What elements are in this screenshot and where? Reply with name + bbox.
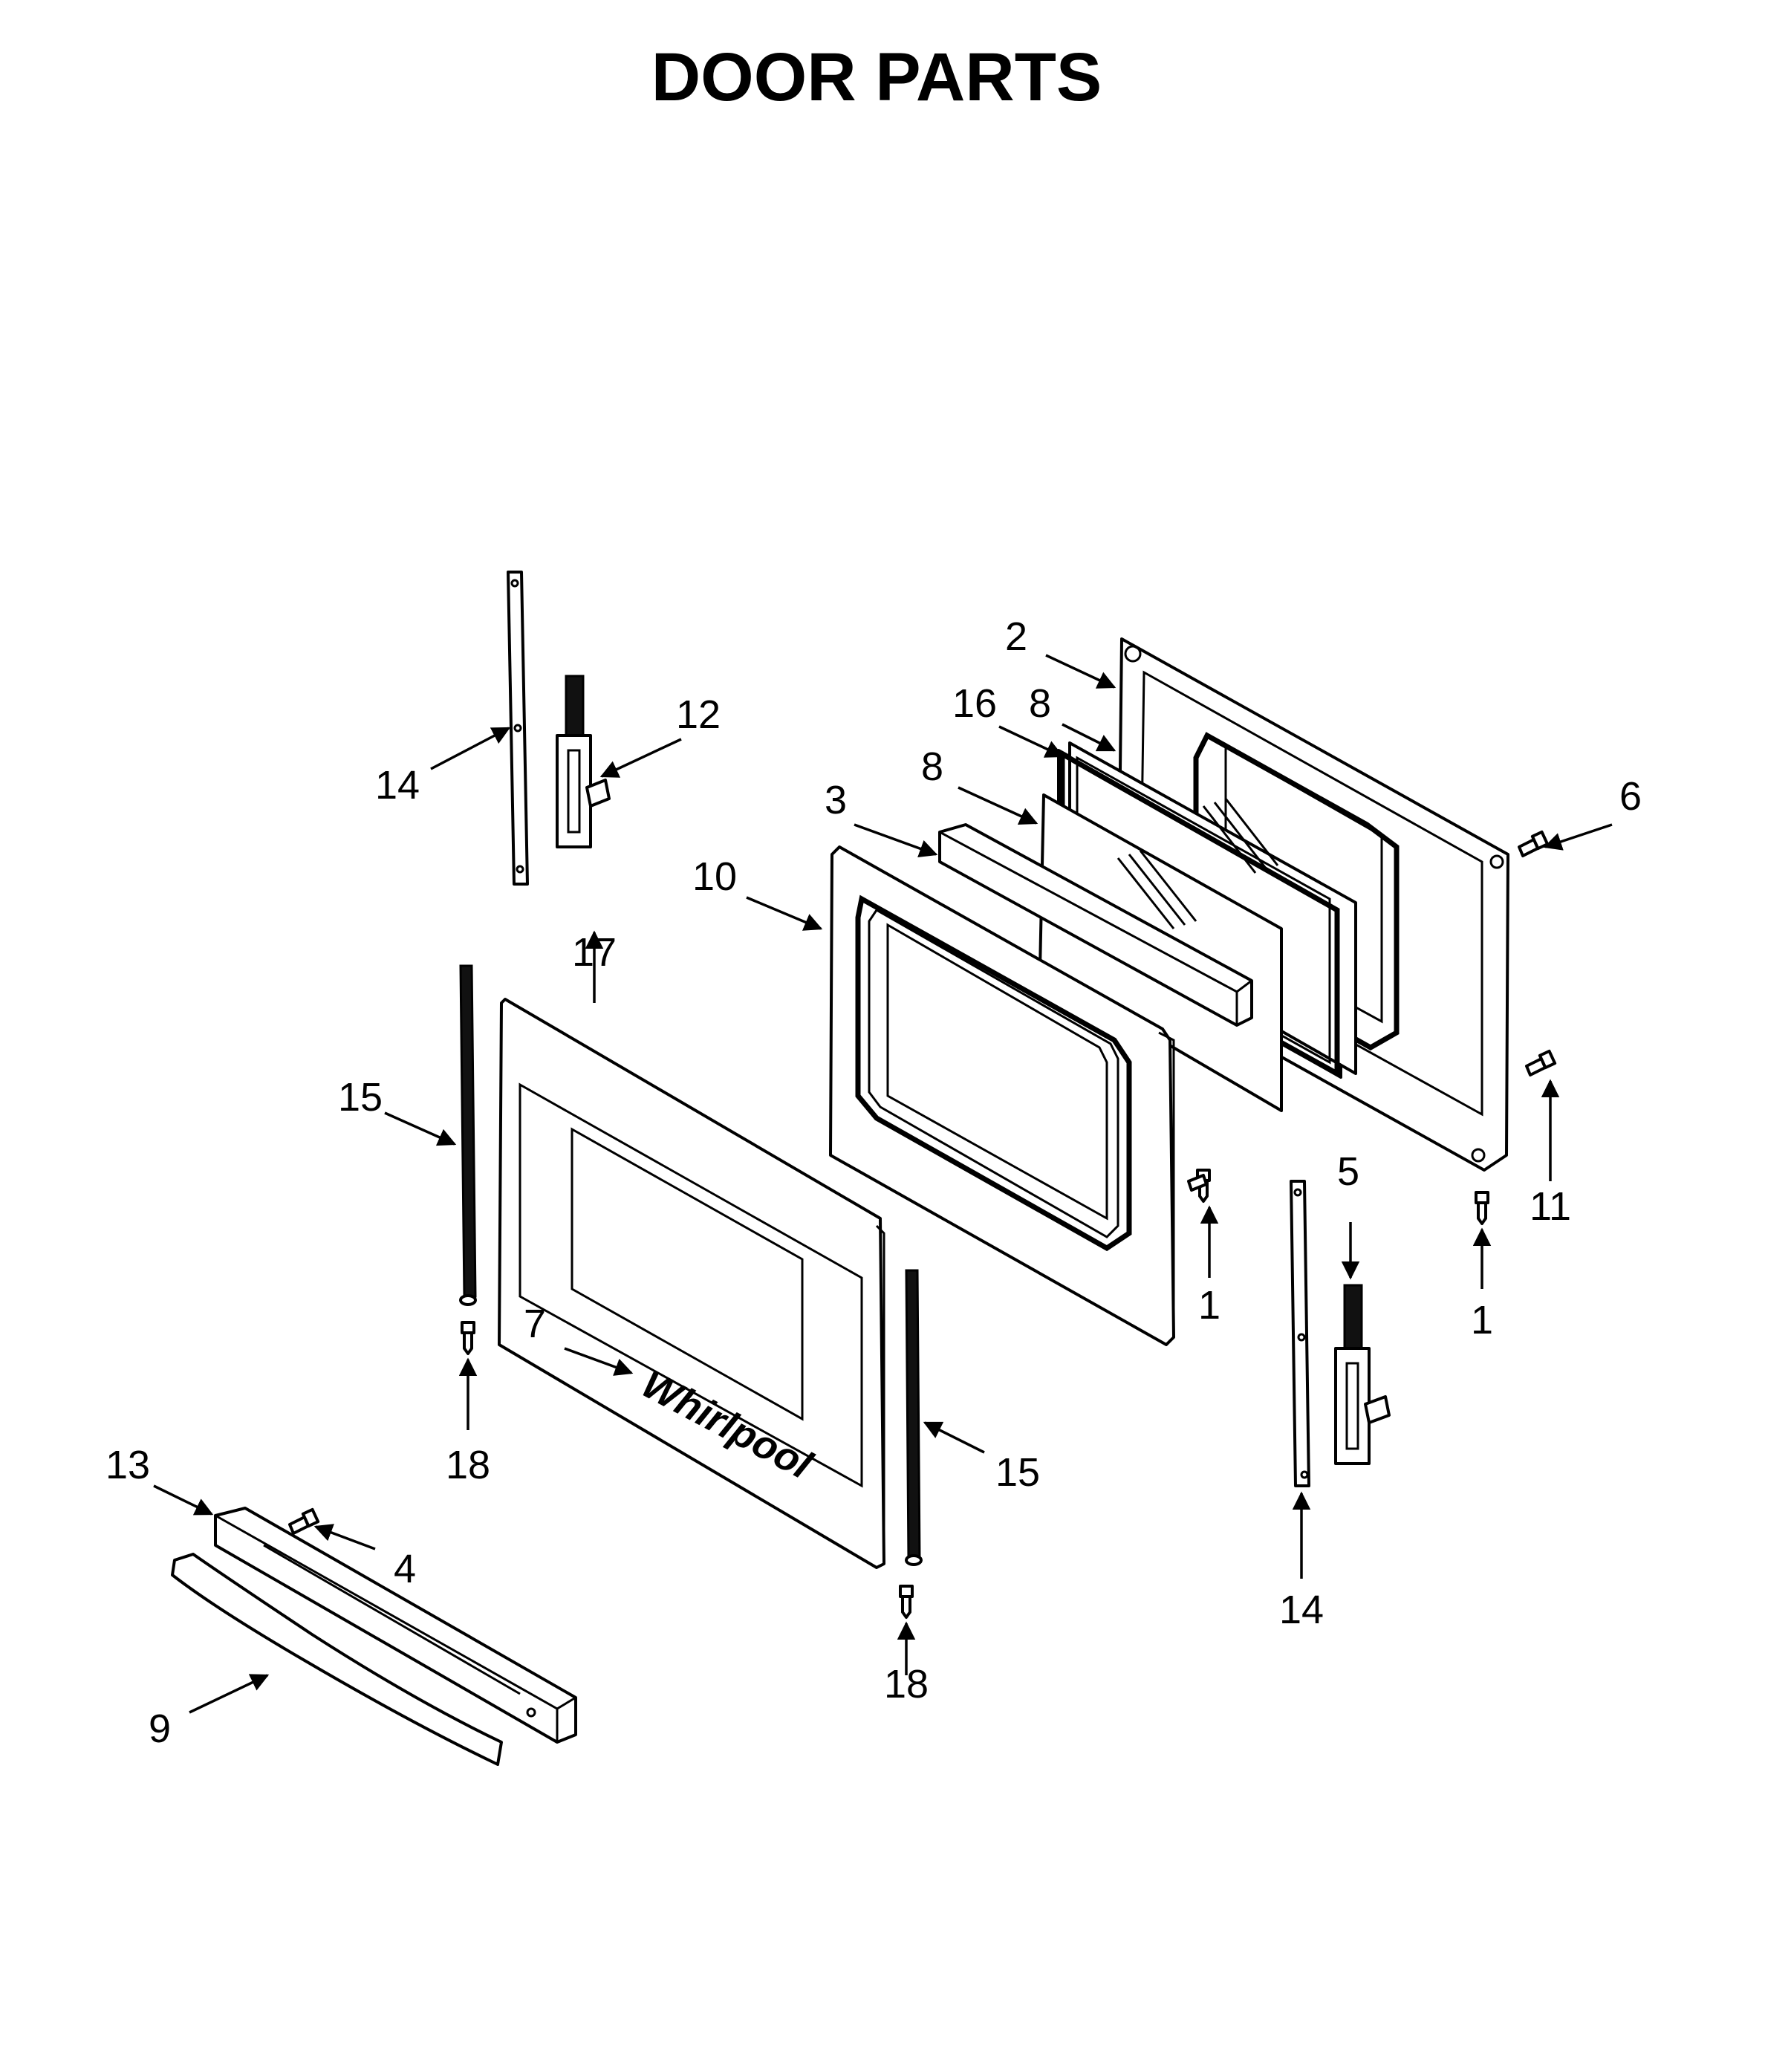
leader-lines	[153, 654, 1613, 1714]
part-10-inner-door-frame	[829, 845, 1175, 1346]
page-title: DOOR PARTS	[651, 39, 1102, 115]
callout-5: 5	[1337, 1149, 1359, 1194]
callout-3: 3	[825, 778, 847, 822]
part-5-hinge-right	[1334, 1284, 1391, 1465]
part-6-screw	[1518, 830, 1550, 857]
part-9-handle	[171, 1553, 503, 1766]
part-3-insulation-bar	[938, 823, 1253, 1027]
part-1-frame-screw	[1187, 1174, 1208, 1192]
callout-2: 2	[1005, 614, 1027, 659]
callout-6: 6	[1619, 774, 1642, 819]
part-14-hinge-receptacle-left	[507, 571, 529, 886]
callout-labels: 2 16 8 8 3 10 6 11 1 1 17 12 14 15 15 18…	[105, 614, 1642, 1751]
callout-8-upper: 8	[1029, 681, 1051, 726]
part-14-hinge-receptacle-right	[1290, 1180, 1310, 1487]
part-4-screw	[288, 1507, 320, 1535]
part-17-outer-door-glass: Whirlpool	[498, 998, 885, 1569]
part-1-screw-right	[1475, 1191, 1489, 1225]
part-11-screw	[1525, 1049, 1557, 1076]
part-12-hinge-left	[556, 675, 611, 848]
callout-7: 7	[524, 1302, 546, 1346]
callout-1-left: 1	[1198, 1283, 1220, 1328]
callout-16: 16	[952, 681, 997, 726]
callout-13: 13	[105, 1443, 150, 1487]
callout-17: 17	[572, 930, 617, 975]
callout-9: 9	[149, 1706, 171, 1751]
callout-4: 4	[394, 1547, 416, 1591]
callout-1-right: 1	[1471, 1298, 1493, 1342]
callout-12: 12	[676, 692, 721, 737]
callout-15-right: 15	[995, 1450, 1040, 1495]
part-18-screw-right	[899, 1585, 914, 1619]
callout-18-right: 18	[884, 1662, 929, 1706]
callout-11: 11	[1530, 1184, 1571, 1229]
callout-15-left: 15	[338, 1075, 383, 1120]
part-13-handle-base	[214, 1507, 577, 1744]
part-18-screw-left	[461, 1321, 475, 1355]
callout-14-right: 14	[1279, 1588, 1324, 1632]
callout-14-left: 14	[375, 763, 420, 808]
callout-8-lower: 8	[921, 744, 943, 789]
callout-18-left: 18	[446, 1443, 490, 1487]
part-15-side-trim-right	[905, 1269, 923, 1566]
part-15-side-trim-left	[459, 964, 477, 1306]
callout-10: 10	[692, 854, 737, 899]
